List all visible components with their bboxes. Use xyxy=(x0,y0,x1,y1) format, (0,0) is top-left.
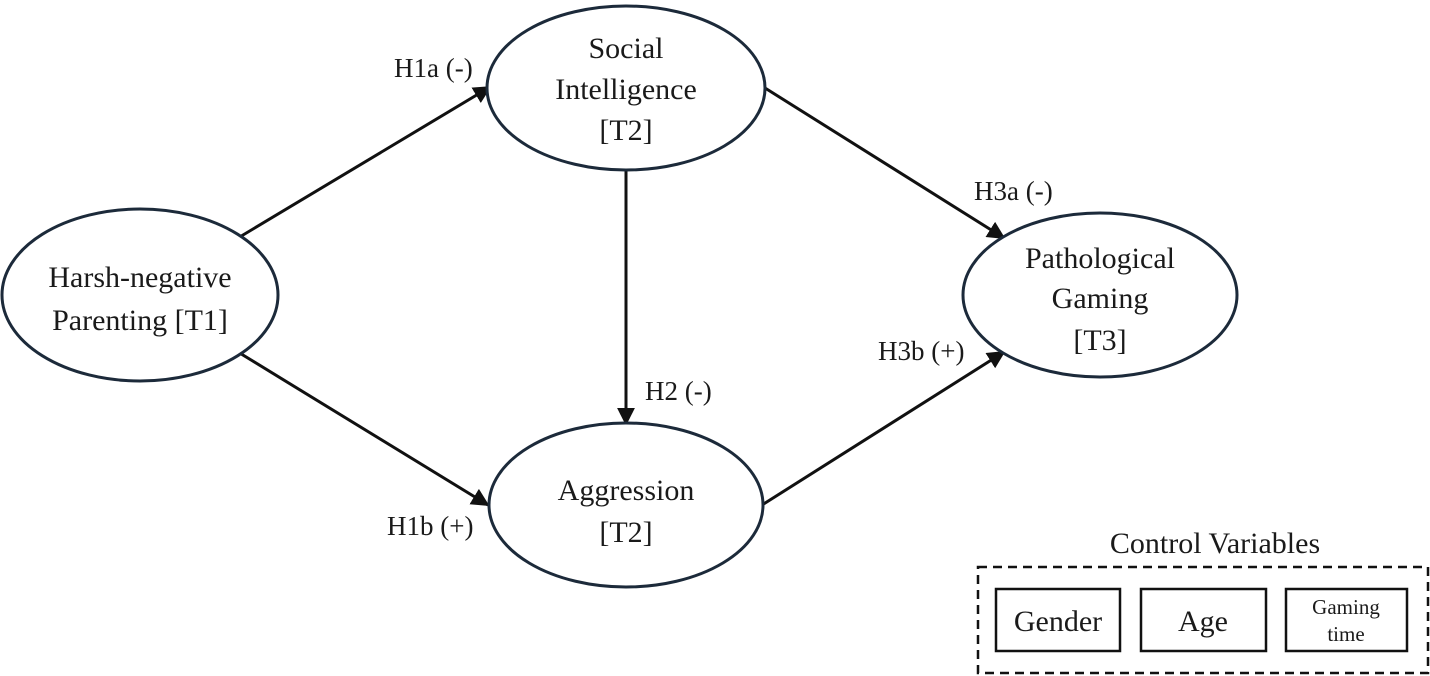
node-social-intelligence: Social Intelligence [T2] xyxy=(485,4,767,172)
control-variables-panel: Control Variables Gender Age Gaming time xyxy=(976,527,1430,675)
node-harsh-parenting: Harsh-negative Parenting [T1] xyxy=(0,207,280,383)
node-pathological-gaming-line3: [T3] xyxy=(1073,324,1126,357)
node-social-intelligence-line1: Social xyxy=(589,32,664,65)
edge-label-h1b: H1b (+) xyxy=(387,511,473,541)
node-pathological-gaming: Pathological Gaming [T3] xyxy=(961,211,1239,379)
edge-label-h3a: H3a (-) xyxy=(974,176,1053,206)
control-box-gender: Gender xyxy=(994,587,1122,653)
edge-label-h1a: H1a (-) xyxy=(394,53,473,83)
control-box-gaming-time-line1: Gaming xyxy=(1312,595,1380,619)
control-variables-border xyxy=(976,565,1430,675)
control-box-age-label: Age xyxy=(1178,605,1228,638)
edge-label-h2: H2 (-) xyxy=(645,376,712,406)
node-social-intelligence-line2: Intelligence xyxy=(555,73,697,106)
node-aggression-line1: Aggression xyxy=(558,474,695,507)
edge-h3a-arrow xyxy=(764,86,1006,240)
edge-h1b-arrow xyxy=(237,350,490,507)
edge-h3b-arrow xyxy=(761,350,1006,507)
node-harsh-parenting-line1: Harsh-negative xyxy=(48,261,231,294)
control-box-gaming-time-line2: time xyxy=(1327,622,1364,646)
control-box-age: Age xyxy=(1139,587,1268,653)
node-social-intelligence-line3: [T2] xyxy=(599,114,652,147)
edge-h1a-arrow xyxy=(237,85,492,240)
node-aggression-line2: [T2] xyxy=(599,516,652,549)
control-box-gender-label: Gender xyxy=(1014,605,1102,638)
control-variables-title: Control Variables xyxy=(1110,527,1320,560)
node-aggression: Aggression [T2] xyxy=(487,421,765,589)
node-pathological-gaming-line1: Pathological xyxy=(1025,242,1175,275)
node-pathological-gaming-line2: Gaming xyxy=(1052,282,1149,315)
control-box-gaming-time: Gaming time xyxy=(1284,587,1409,653)
edge-label-h3b: H3b (+) xyxy=(878,336,964,366)
node-harsh-parenting-line2: Parenting [T1] xyxy=(52,304,228,337)
